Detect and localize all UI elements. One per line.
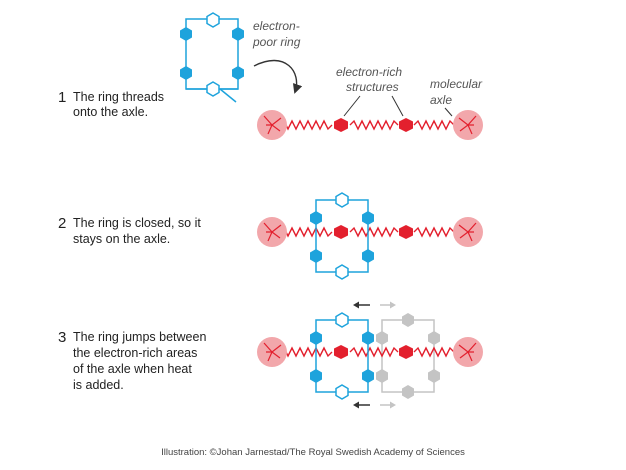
hex-ring-right-1 bbox=[232, 27, 244, 41]
axle-step-2 bbox=[257, 217, 483, 247]
step-2-number: 2 bbox=[58, 215, 66, 232]
step-1-text-line1: The ring threads bbox=[73, 90, 164, 104]
step-2-text-line1: The ring is closed, so it bbox=[73, 216, 201, 230]
open-ring bbox=[180, 12, 244, 103]
hex-ring-left-1 bbox=[180, 27, 192, 41]
pointer-rich-right bbox=[391, 95, 404, 117]
electron-rich-hex-2 bbox=[399, 118, 413, 132]
step-2-text-line2: stays on the axle. bbox=[73, 232, 170, 246]
threading-arrow bbox=[253, 59, 303, 94]
pointer-rich-left bbox=[343, 95, 361, 117]
electron-rich-hex-1 bbox=[334, 345, 348, 359]
shuttle-arrows-bottom bbox=[353, 401, 396, 409]
step-3-text-line1: The ring jumps between bbox=[73, 330, 206, 344]
electron-rich-label-line2: structures bbox=[346, 80, 399, 94]
step-3-text-line2: the electron-rich areas bbox=[73, 346, 197, 360]
electron-poor-ring-label-line2: poor ring bbox=[252, 35, 301, 49]
hex-ring-top-open bbox=[206, 12, 220, 28]
electron-rich-hex-2 bbox=[399, 225, 413, 239]
axle-step-1 bbox=[257, 110, 483, 140]
step-3-text-line3: of the axle when heat bbox=[73, 362, 192, 376]
pointer-axle bbox=[444, 107, 453, 117]
electron-rich-label-line1: electron-rich bbox=[336, 65, 402, 79]
electron-rich-hex-1 bbox=[334, 118, 348, 132]
step-1-number: 1 bbox=[58, 89, 66, 106]
closed-ring-step-3 bbox=[310, 312, 374, 400]
hex-ring-bottom-open bbox=[206, 81, 220, 97]
step-3-text-line4: is added. bbox=[73, 378, 124, 392]
step-3-number: 3 bbox=[58, 329, 66, 346]
illustration-credit: Illustration: ©Johan Jarnestad/The Royal… bbox=[161, 447, 465, 458]
ghost-ring-step-3 bbox=[376, 313, 440, 399]
step-1-text-line2: onto the axle. bbox=[73, 105, 148, 119]
hex-ring-left-2 bbox=[180, 66, 192, 80]
closed-ring-step-2 bbox=[310, 192, 374, 280]
electron-rich-hex-2 bbox=[399, 345, 413, 359]
molecular-axle-label-line2: axle bbox=[430, 93, 452, 107]
axle-step-3 bbox=[257, 337, 483, 367]
molecular-axle-label-line1: molecular bbox=[430, 77, 483, 91]
hex-ring-right-2 bbox=[232, 66, 244, 80]
electron-rich-hex-1 bbox=[334, 225, 348, 239]
shuttle-arrows-top bbox=[353, 301, 396, 309]
electron-poor-ring-label-line1: electron- bbox=[253, 19, 300, 33]
